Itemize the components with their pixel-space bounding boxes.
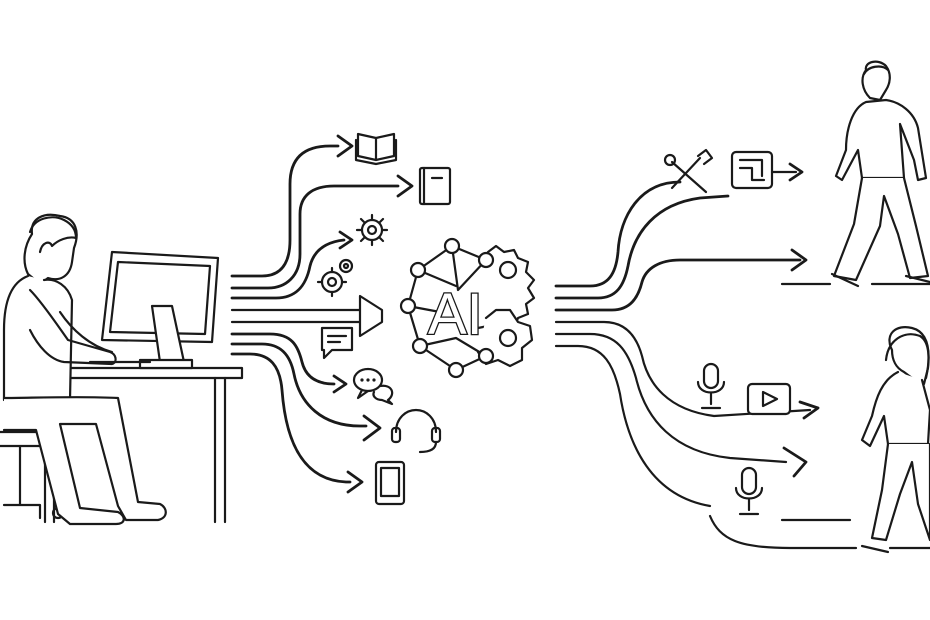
blueprint-icon — [730, 150, 804, 190]
tools-icon — [663, 148, 714, 194]
microphone-icon-2 — [734, 466, 764, 516]
chat-bubble-icon — [320, 326, 354, 360]
speech-bubbles-icon — [352, 367, 394, 406]
book-icon — [418, 166, 452, 206]
gear-icon — [355, 213, 389, 247]
walking-woman-icon — [860, 326, 930, 554]
headset-icon — [390, 408, 442, 454]
open-book-icon — [354, 132, 398, 166]
input-flow-lines — [230, 134, 414, 494]
output-flow-lines — [554, 180, 930, 550]
video-play-icon — [746, 382, 792, 416]
gears-icon — [316, 258, 354, 298]
walking-man-icon — [830, 60, 930, 288]
person-at-computer-icon — [0, 213, 244, 526]
microphone-icon — [696, 362, 726, 410]
monitor-screen — [100, 250, 220, 344]
ai-label: AI — [428, 282, 483, 347]
tablet-icon — [374, 460, 406, 506]
ai-brain-gear-icon: AI — [399, 237, 536, 379]
